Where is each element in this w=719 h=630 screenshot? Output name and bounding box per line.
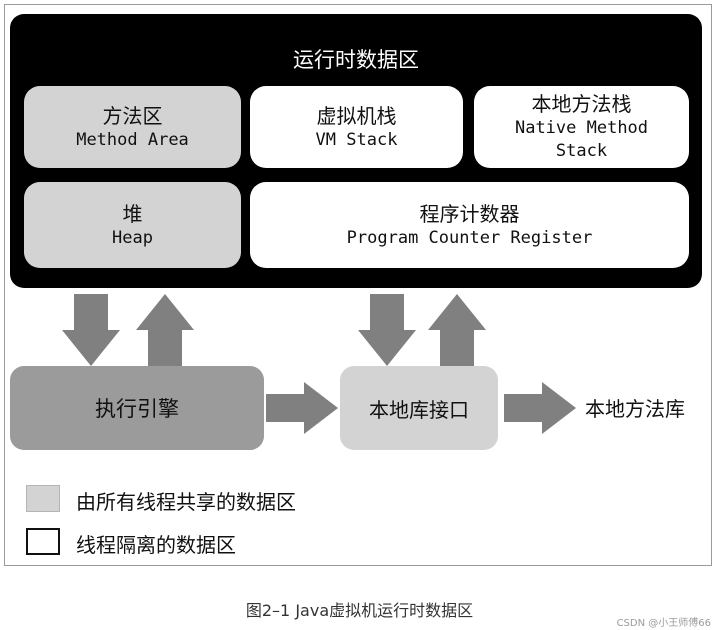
native-method-stack-en-2: Stack (555, 141, 608, 161)
heap-cn: 堆 (122, 201, 143, 226)
pc-register-cn: 程序计数器 (419, 201, 520, 226)
up-arrow-engine (136, 294, 194, 366)
native-interface-label: 本地库接口 (369, 397, 469, 422)
down-arrow-native (358, 294, 416, 366)
native-method-stack-cn: 本地方法栈 (531, 92, 632, 116)
heap-box: 堆 Heap (24, 182, 241, 268)
legend-isolated-swatch (26, 528, 60, 555)
diagram-frame (4, 4, 712, 566)
right-arrow-interface-to-library (504, 382, 576, 434)
runtime-title: 运行时数据区 (293, 48, 419, 72)
execution-engine-box: 执行引擎 (10, 366, 264, 450)
pc-register-en: Program Counter Register (346, 227, 593, 248)
legend-shared-swatch (26, 485, 60, 512)
vm-stack-en: VM Stack (315, 129, 398, 150)
native-method-stack-box: 本地方法栈 Native Method Stack (474, 86, 689, 168)
method-area-en: Method Area (76, 129, 189, 150)
legend-shared-text: 由所有线程共享的数据区 (76, 490, 296, 514)
watermark: CSDN @小王师傅66 (616, 618, 711, 629)
up-arrow-native (428, 294, 486, 366)
right-arrow-engine-to-interface (266, 382, 338, 434)
legend-isolated-text: 线程隔离的数据区 (76, 533, 236, 557)
figure-caption: 图2–1 Java虚拟机运行时数据区 (245, 601, 474, 620)
method-area-cn: 方法区 (102, 103, 163, 128)
native-interface-box: 本地库接口 (340, 366, 498, 450)
heap-en: Heap (112, 227, 153, 248)
pc-register-box: 程序计数器 Program Counter Register (250, 182, 689, 268)
method-area-box: 方法区 Method Area (24, 86, 241, 168)
vm-stack-box: 虚拟机栈 VM Stack (250, 86, 463, 168)
native-method-stack-en-1: Native Method (514, 118, 649, 138)
down-arrow-engine (62, 294, 120, 366)
vm-stack-cn: 虚拟机栈 (316, 103, 397, 128)
execution-engine-label: 执行引擎 (95, 397, 179, 421)
native-library-label: 本地方法库 (585, 397, 685, 421)
